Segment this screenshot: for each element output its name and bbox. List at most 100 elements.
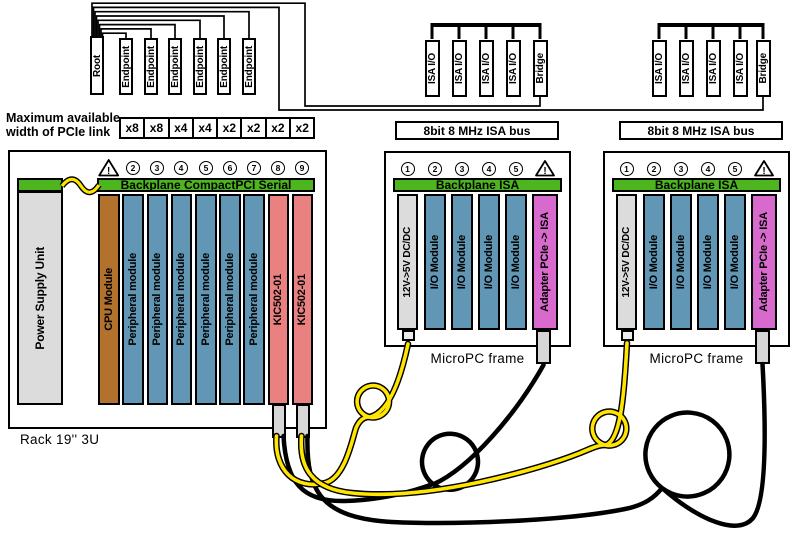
pcie-root-node: Root [90,36,104,95]
pcie-endpoint-label: Endpoint [243,45,255,88]
pcie-width-cell: x2 [216,117,243,139]
bridge-label: Bridge [534,53,546,84]
peripheral-module: Peripheral module [243,194,265,405]
isa-io-node: ISA I/O [478,40,494,97]
pcie-isa-adapter: Adapter PCIe -> ISA [751,194,777,330]
io-module: I/O Module [670,194,692,330]
power-supply-unit: Power Supply Unit [17,191,63,405]
io-module-label: I/O Module [483,234,495,290]
frame-slot-number: 2 [647,162,661,176]
cpu-module: CPU Module [98,194,120,405]
io-module: I/O Module [505,194,527,330]
rack-slot-number: 5 [199,161,213,175]
pcie-width-cell: x2 [289,117,316,139]
io-module: I/O Module [478,194,500,330]
isa-io-label: ISA I/O [653,52,665,84]
rack-slot-number: 8 [271,161,285,175]
pcie-endpoint-label: Endpoint [169,45,181,88]
micropc-frame-1: Backplane ISA 1 2 3 4 5 12V->5V DC/DC I/… [384,151,571,366]
peripheral-module: Peripheral module [195,194,217,405]
rack-slot-number: 4 [174,161,188,175]
isa-io-label: ISA I/O [480,52,492,84]
psu-backplane-segment [17,178,63,192]
pcie-endpoint-node: Endpoint [217,38,231,95]
io-module-label: I/O Module [675,234,687,290]
pcie-width-caption: Maximum available width of PCIe link [6,111,120,139]
io-module: I/O Module [724,194,746,330]
isa-bus-label-2: 8bit 8 MHz ISA bus [619,121,783,140]
dcdc-label: 12V->5V DC/DC [621,226,632,298]
frame-slot-number: 3 [455,162,469,176]
pcie-width-cell: x8 [119,117,146,139]
dcdc-power-connector [620,330,634,341]
bridge-node: Bridge [755,40,771,97]
psu-label: Power Supply Unit [33,246,47,350]
isa-io-node: ISA I/O [505,40,521,97]
frame-slot-number: 4 [701,162,715,176]
pcie-endpoint-label: Endpoint [120,45,132,88]
pcie-endpoint-node: Endpoint [119,38,133,95]
rack-slot-number: 9 [295,161,309,175]
rack-slot-number: 2 [126,161,140,175]
io-module: I/O Module [697,194,719,330]
peripheral-module-label: Peripheral module [151,253,164,346]
peripheral-module-label: Peripheral module [199,253,212,346]
adapter-label: Adapter PCIe -> ISA [539,212,551,312]
dcdc-power-connector [401,330,415,341]
pcie-link-to-bridge-2 [92,6,764,111]
peripheral-module: Peripheral module [219,194,241,405]
frame-slot-number: 3 [674,162,688,176]
isa-io-node: ISA I/O [705,40,721,97]
pcie-endpoint-node: Endpoint [168,38,182,95]
isa-io-label: ISA I/O [707,52,719,84]
rack-slot-number: 6 [223,161,237,175]
isa-io-label: ISA I/O [426,52,438,84]
pcie-width-cell: x4 [167,117,194,139]
isa-io-node: ISA I/O [451,40,467,97]
io-module-label: I/O Module [456,234,468,290]
peripheral-module: Peripheral module [122,194,144,405]
cpu-module-label: CPU Module [102,268,115,331]
pcie-endpoint-label: Endpoint [194,45,206,88]
io-module: I/O Module [451,194,473,330]
peripheral-module: Peripheral module [170,194,192,405]
io-module-label: I/O Module [648,234,660,290]
frame-backplane: Backplane ISA [612,178,781,192]
pcie-endpoint-node: Endpoint [144,38,158,95]
pcie-width-caption-line2: width of PCIe link [6,125,111,139]
kic502-module: KIC502-01 [291,194,313,405]
dcdc-label: 12V->5V DC/DC [402,226,413,298]
adapter-label: Adapter PCIe -> ISA [758,212,770,312]
kic502-module-label: KIC502-01 [272,273,285,326]
frame-slot-number: 1 [619,162,634,176]
pcie-width-cell: x2 [240,117,267,139]
pcie-width-cell: x4 [191,117,219,139]
dcdc-converter: 12V->5V DC/DC [397,194,418,330]
kic502-module: KIC502-01 [267,194,289,405]
io-module: I/O Module [643,194,665,330]
isa-io-label: ISA I/O [680,52,692,84]
io-module-label: I/O Module [429,234,441,290]
frame-slot-number: 2 [428,162,442,176]
pcie-isa-adapter: Adapter PCIe -> ISA [532,194,558,330]
pcie-endpoint-label: Endpoint [145,45,157,88]
pcie-endpoint-label: Endpoint [218,45,230,88]
peripheral-module: Peripheral module [146,194,168,405]
bridge-label: Bridge [757,53,769,84]
rack-caption: Rack 19'' 3U [20,432,100,447]
micropc-frame-2: Backplane ISA 1 2 3 4 5 12V->5V DC/DC I/… [603,151,790,366]
isa-io-label: ISA I/O [734,52,746,84]
rack-slot-number: 3 [150,161,164,175]
isa-io-node: ISA I/O [678,40,694,97]
kic502-module-label: KIC502-01 [296,273,309,326]
peripheral-module-label: Peripheral module [223,253,236,346]
pcie-endpoint-node: Endpoint [193,38,207,95]
io-module-label: I/O Module [510,234,522,290]
frame-slot-number: 5 [509,162,523,176]
isa-io-node: ISA I/O [732,40,748,97]
isa-io-node: ISA I/O [651,40,667,97]
isa-bus-label-1: 8bit 8 MHz ISA bus [395,121,559,140]
pcie-width-cell: x8 [143,117,170,139]
kic-cable-connector-2 [295,404,310,438]
